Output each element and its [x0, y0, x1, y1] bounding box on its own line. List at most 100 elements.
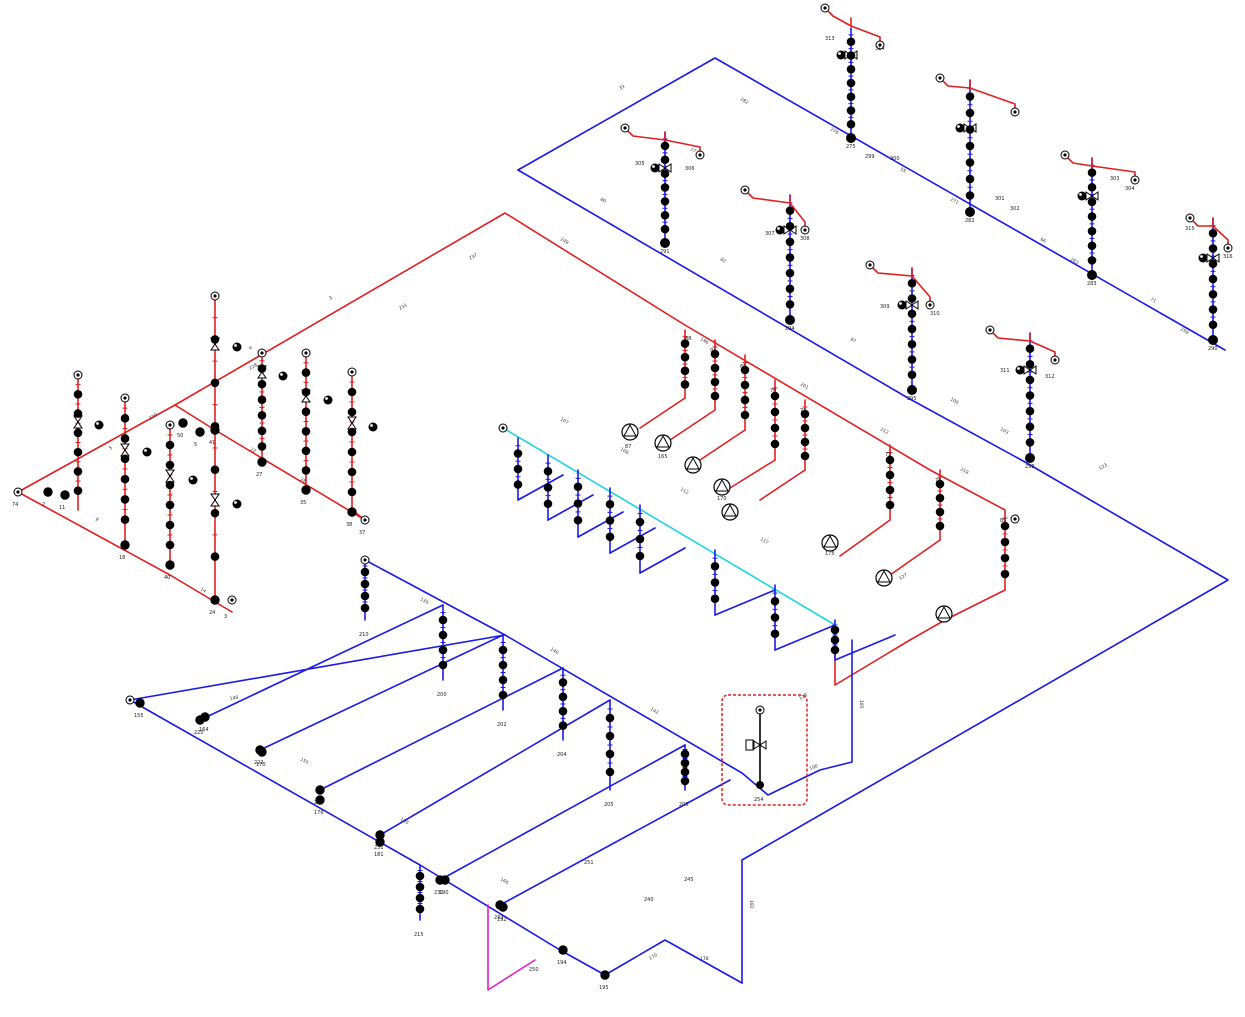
- segment-label: 28: [299, 477, 307, 485]
- pipe-node: [1087, 197, 1097, 207]
- pipe-node: [415, 882, 425, 892]
- red-riser-top: [744, 189, 791, 204]
- red-drop: [759, 469, 806, 501]
- actuator-icon: [232, 342, 242, 352]
- highlight-box[interactable]: [721, 694, 808, 806]
- segment-label: 4: [248, 345, 254, 352]
- pipe-node: [1087, 270, 1097, 280]
- blue-loop: [639, 547, 686, 574]
- pipe-node: [965, 92, 975, 101]
- pipe-node: [347, 387, 357, 397]
- segment-label: 160: [399, 817, 410, 827]
- pipe-node: [315, 785, 325, 795]
- segment-label: 14: [199, 587, 207, 595]
- pipe-node: [710, 578, 720, 587]
- node-label: 310: [930, 311, 940, 317]
- pipe-node: [438, 660, 448, 670]
- terminal-dot: [928, 303, 932, 307]
- actuator-dot: [1200, 255, 1203, 258]
- valve-icon: [1206, 253, 1220, 263]
- terminal-dot: [1188, 216, 1192, 220]
- pipe-node: [178, 418, 188, 428]
- red-riser-top: [939, 77, 971, 89]
- node-label: 11: [59, 505, 65, 511]
- pipe-node: [165, 540, 175, 550]
- pipe-node: [907, 294, 917, 303]
- terminal-dot: [1053, 358, 1057, 362]
- pipe-node: [360, 603, 370, 613]
- node-label: 2: [42, 502, 45, 508]
- segment-label: 123: [1098, 462, 1109, 472]
- pipe-node: [660, 183, 670, 192]
- terminal-dot: [1133, 178, 1137, 182]
- blue-branch: [319, 667, 564, 791]
- segment-label: 140: [549, 647, 560, 657]
- terminal-dot: [260, 351, 264, 355]
- pump-triangle: [823, 534, 837, 548]
- pipe-node: [740, 410, 750, 420]
- pipe-node: [257, 457, 267, 467]
- blue-loop: [834, 634, 896, 661]
- actuator-icon: [142, 447, 152, 457]
- pipe-node: [257, 426, 267, 436]
- node-label: 176: [314, 810, 324, 816]
- pipe-node: [210, 595, 220, 605]
- pipe-node: [1087, 182, 1097, 192]
- pipe-node: [1025, 391, 1035, 400]
- pipe-node: [935, 507, 945, 517]
- pipe-node: [1208, 335, 1218, 345]
- pipe-node: [965, 108, 975, 118]
- valve-icon: [347, 416, 357, 430]
- valve-icon: [905, 300, 919, 310]
- pipe-node: [210, 552, 220, 561]
- pipe-node: [1025, 453, 1035, 463]
- pipe-node: [573, 499, 583, 508]
- pipe-node: [1208, 228, 1218, 238]
- pipe-node: [770, 613, 780, 622]
- pipe-node: [257, 410, 267, 420]
- pipe-node: [785, 284, 795, 294]
- segment-label: 201: [799, 382, 810, 392]
- pipe-node: [1208, 259, 1218, 269]
- blue-long-return: [741, 461, 1229, 984]
- pipe-node: [785, 253, 795, 262]
- valve-icon: [658, 163, 672, 173]
- node-label: 27: [256, 472, 262, 478]
- node-label: 240: [644, 897, 654, 903]
- pipe-node: [785, 315, 795, 325]
- pipe-node: [1087, 168, 1097, 177]
- node-label: 74: [12, 502, 18, 508]
- node-label: 305: [635, 161, 645, 167]
- node-label: 85: [1000, 518, 1006, 524]
- pipe-node: [680, 749, 690, 759]
- pipe-node: [1025, 438, 1035, 447]
- pipe-node: [135, 698, 145, 708]
- pipe-node: [165, 500, 175, 510]
- pipe-node: [360, 567, 370, 577]
- pipe-node: [770, 439, 780, 449]
- pipe-node: [1025, 422, 1035, 432]
- actuator-dot: [234, 344, 237, 347]
- pump-icon: [935, 605, 953, 623]
- pipe-node: [830, 625, 840, 635]
- pipe-node: [498, 675, 508, 685]
- segment-label: 71: [1149, 297, 1157, 305]
- pipe-node: [165, 520, 175, 530]
- red-riser-top: [989, 329, 1031, 342]
- node-label: 250: [529, 967, 539, 973]
- terminal-dot: [988, 328, 992, 332]
- pipe-node: [907, 309, 917, 319]
- red-drop: [639, 397, 686, 429]
- pipe-node: [846, 133, 856, 143]
- node-label: 231: [374, 845, 384, 851]
- pump-triangle: [656, 434, 670, 448]
- terminal-dot: [868, 263, 872, 267]
- pipe-node: [210, 508, 220, 518]
- segment-label: 166: [499, 877, 510, 887]
- segment-label: 100: [949, 397, 960, 407]
- red-riser-top: [969, 87, 1016, 113]
- blue-branch: [499, 779, 731, 906]
- blue-loop: [547, 494, 594, 521]
- node-label: 88: [685, 336, 691, 342]
